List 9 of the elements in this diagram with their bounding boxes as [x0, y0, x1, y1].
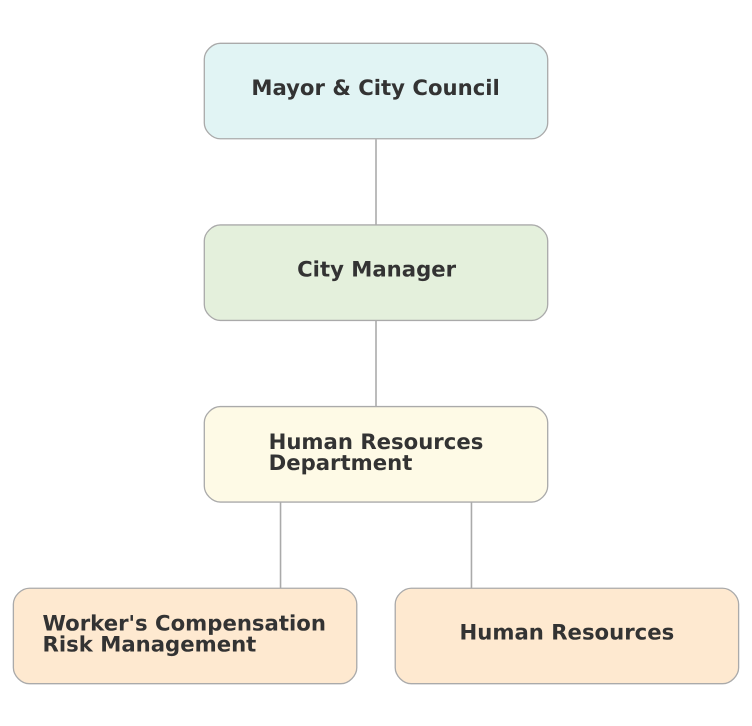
node-box: City Manager — [204, 224, 548, 321]
connector — [470, 502, 472, 588]
node-box: Mayor & City Council — [204, 42, 548, 139]
node-box: Worker's Compensation Risk Management — [12, 587, 358, 684]
node-box: Human Resources Department — [204, 405, 548, 502]
connector — [280, 502, 282, 588]
connector — [375, 320, 377, 406]
connector — [375, 138, 377, 224]
node-box: Human Resources — [394, 587, 740, 684]
